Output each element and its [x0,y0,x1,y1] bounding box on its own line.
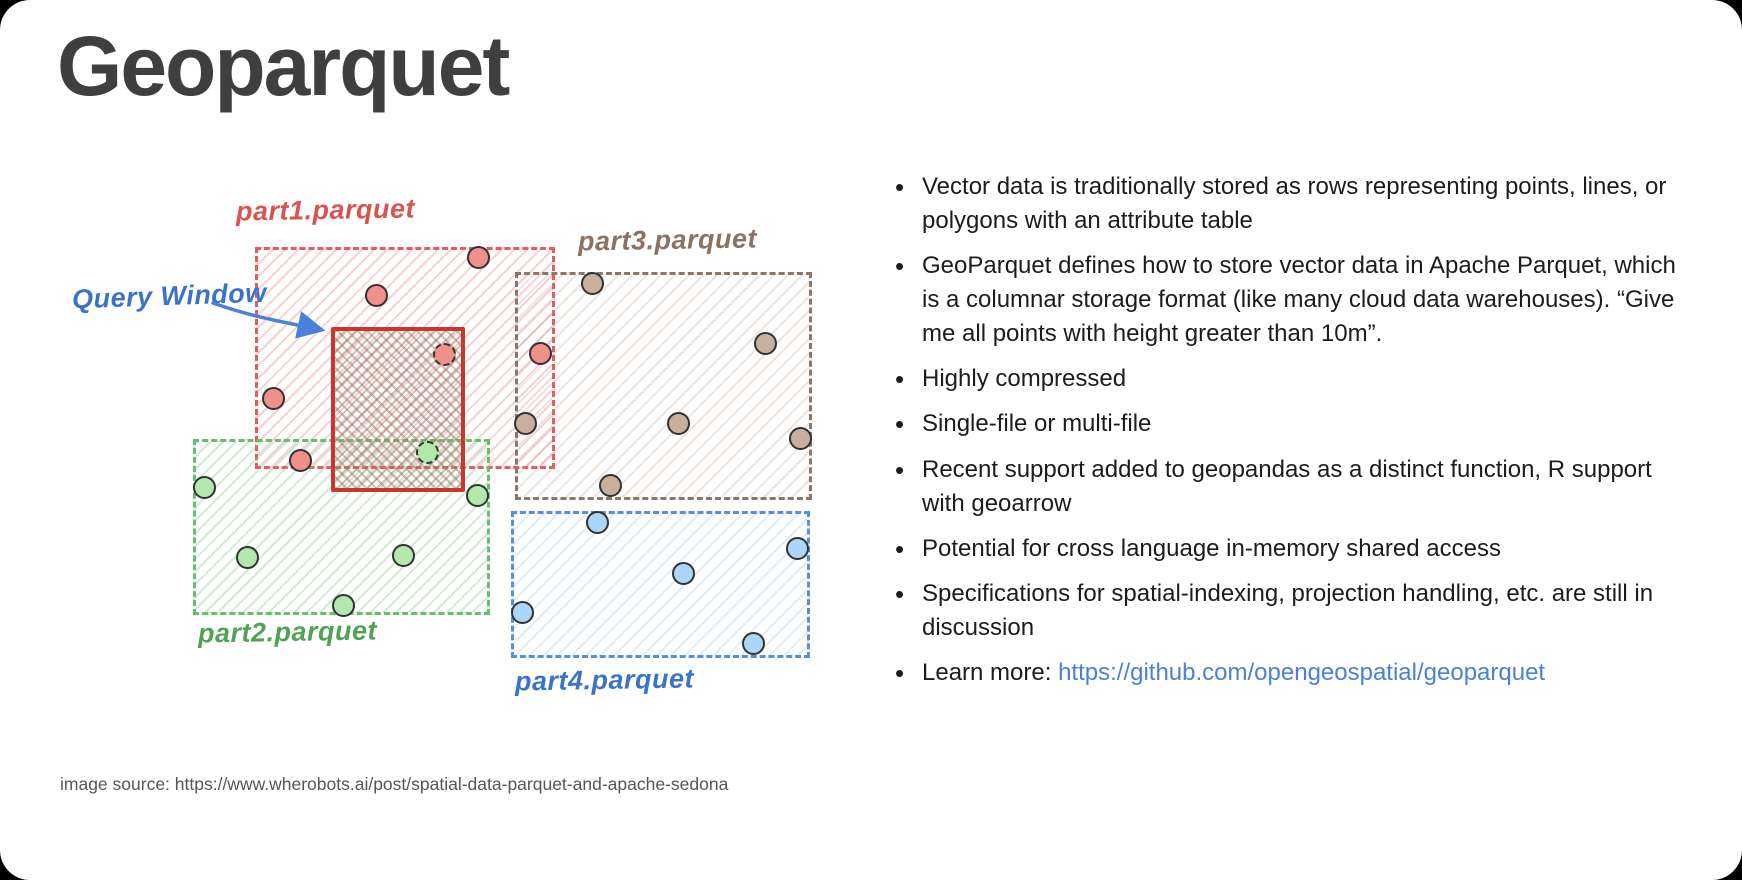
data-point [364,283,388,307]
image-source-caption: image source: https://www.wherobots.ai/p… [60,774,729,794]
partition-label-1: part1.parquet [235,193,416,227]
data-point [261,386,285,410]
data-point [415,440,439,464]
bullet-item: Potential for cross language in-memory s… [893,531,1688,568]
data-point [235,545,259,569]
data-point [466,245,490,269]
data-point [510,600,534,624]
data-point [741,631,765,655]
bullet-item-learn-more: Learn more: https://github.com/opengeosp… [893,655,1688,692]
learn-more-prefix: Learn more: [922,658,1059,686]
bullet-item: Specifications for spatial-indexing, pro… [893,576,1688,645]
data-point [753,331,777,355]
data-point [432,342,456,366]
partition-rect-2 [515,272,812,500]
data-point [671,561,695,585]
partition-label-4: part4.parquet [514,663,695,697]
bullet-list: Vector data is traditionally stored as r… [893,169,1688,701]
data-point [598,473,622,497]
bullet-item: Highly compressed [893,361,1688,398]
bullet-item: Recent support added to geopandas as a d… [893,452,1688,521]
data-point [788,426,812,450]
data-point [580,271,604,295]
geoparquet-partition-diagram: Query Window part1.parquet part3.parquet p… [50,165,850,725]
partition-rect-4 [511,511,810,658]
partition-label-2: part3.parquet [577,223,758,257]
data-point [391,543,415,567]
data-point [513,411,537,435]
geoparquet-github-link[interactable]: https://github.com/opengeospatial/geopar… [1058,658,1546,686]
query-window-label: Query Window [71,277,268,315]
data-point [785,536,809,560]
data-point [192,475,216,499]
data-point [288,448,312,472]
data-point [331,593,355,617]
partition-label-3: part2.parquet [197,615,378,649]
page-title: Geoparquet [57,19,510,113]
bullet-item: Vector data is traditionally stored as r… [893,169,1688,238]
data-point [465,483,489,507]
data-point [666,411,690,435]
bullet-item: GeoParquet defines how to store vector d… [893,248,1688,351]
data-point [585,510,609,534]
data-point [528,341,552,365]
bullet-item: Single-file or multi-file [893,406,1688,443]
